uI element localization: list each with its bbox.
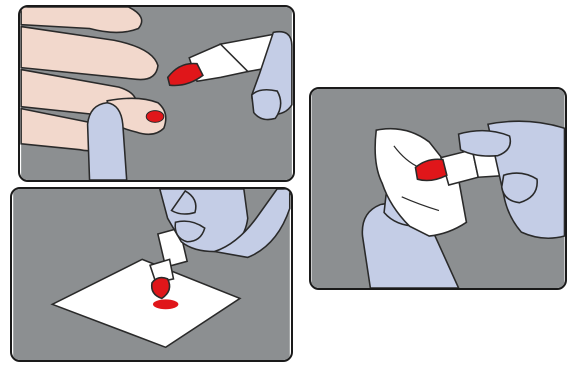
step-3-panel (309, 87, 567, 290)
step-2-illustration (12, 189, 291, 360)
step-1-panel (18, 5, 295, 182)
step-1-illustration (20, 7, 293, 180)
blood-drop (146, 111, 164, 123)
blood-spot (153, 299, 178, 309)
step-3-illustration (311, 89, 565, 288)
step-2-panel (10, 187, 293, 362)
gloved-thumb (88, 103, 127, 180)
